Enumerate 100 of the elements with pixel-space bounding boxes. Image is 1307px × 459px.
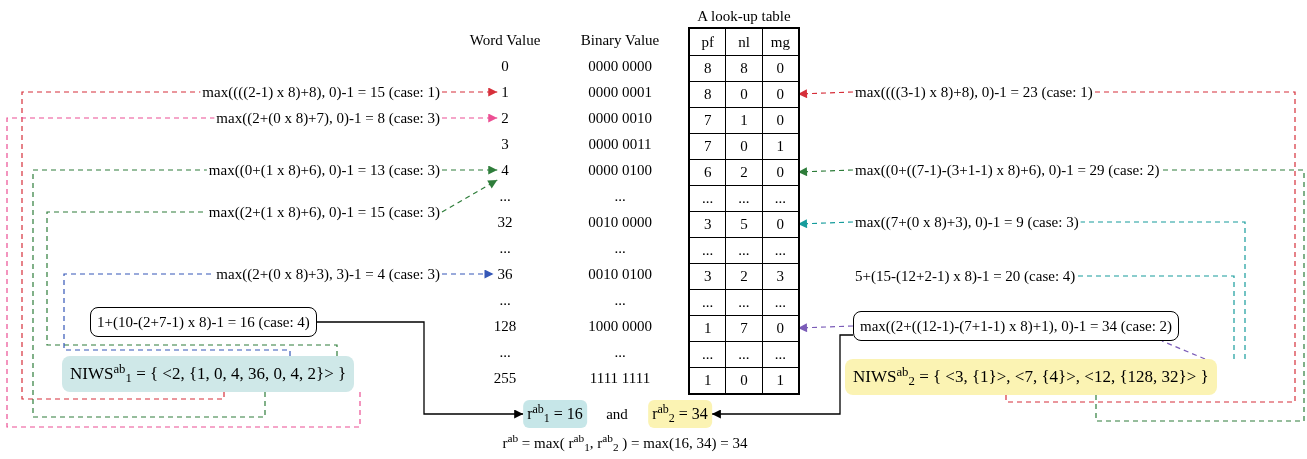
- table-cell-text: 3: [702, 215, 713, 235]
- word-value: ...: [495, 290, 515, 310]
- table-cell: 0: [761, 82, 798, 107]
- connector-line: [63, 273, 291, 357]
- binary-value: 0000 0011: [588, 135, 652, 154]
- table-cell-text: ...: [701, 241, 715, 261]
- connector-line: [46, 211, 338, 357]
- table-cell: 1: [725, 108, 762, 133]
- conjunction-text: and: [606, 405, 628, 424]
- table-row: [690, 107, 798, 133]
- table-cell: ...: [761, 290, 798, 315]
- binary-value: ...: [614, 187, 626, 206]
- table-row: [690, 159, 798, 185]
- word-value: 36: [493, 264, 517, 284]
- binary-value: ...: [614, 239, 626, 258]
- word-value: 32: [493, 212, 517, 232]
- table-row: [690, 81, 798, 107]
- connector-line: [1095, 169, 1305, 422]
- word-value: ...: [495, 238, 515, 258]
- table-cell: 1: [761, 134, 798, 159]
- arrow: [441, 179, 498, 213]
- arrow: [711, 334, 854, 419]
- binary-value: 1111 1111: [589, 369, 651, 388]
- binary-value: 0000 0100: [588, 161, 652, 180]
- table-row: [690, 55, 798, 81]
- table-cell-text: 7: [702, 111, 713, 131]
- connector-line: [1161, 340, 1206, 360]
- table-cell: 0: [725, 134, 762, 159]
- arrow: [441, 87, 498, 97]
- binary-value: ...: [614, 291, 626, 310]
- arrow: [441, 269, 495, 279]
- table-row: [690, 289, 798, 315]
- result-highlight: r$^{ab}$$_{1}$ = 16: [523, 400, 587, 428]
- formula-text: max((2+(0 x 8)+3), 3)-1 = 4 (case: 3): [214, 264, 442, 284]
- table-cell-text: ...: [701, 293, 715, 313]
- table-cell: 5: [725, 212, 762, 237]
- table-cell: ...: [761, 238, 798, 263]
- connector-line: [32, 169, 266, 418]
- formula-text: max((2+(1 x 8)+6), 0)-1 = 15 (case: 3): [206, 202, 442, 222]
- table-cell: 0: [761, 212, 798, 237]
- table-row: [690, 133, 798, 159]
- arrow: [441, 113, 498, 123]
- formula-box: max((2+((12-1)-(7+1-1) x 8)+1), 0)-1 = 34 (case: 2): [853, 311, 1180, 341]
- table-cell: 0: [725, 82, 762, 107]
- table-cell: 2: [725, 264, 762, 289]
- result-highlight: r$^{ab}$$_{2}$ = 34: [648, 400, 712, 428]
- table-cell: ...: [725, 290, 762, 315]
- table-cell: ...: [761, 186, 798, 211]
- binary-value: 0000 0001: [588, 83, 652, 102]
- table-cell: nl: [725, 29, 762, 55]
- table-cell: 3: [761, 264, 798, 289]
- table-cell: 0: [761, 56, 798, 81]
- table-cell: 0: [725, 368, 762, 393]
- connector-line: [1076, 275, 1235, 360]
- connector-line: [6, 117, 361, 428]
- table-row: [690, 367, 798, 393]
- binary-value: ...: [614, 343, 626, 362]
- word-value: 3: [497, 134, 513, 154]
- connector-line: [21, 91, 225, 400]
- table-cell-text: 3: [702, 267, 713, 287]
- word-value: 2: [497, 108, 513, 128]
- formula-text: max((7+(0 x 8)+3), 0)-1 = 9 (case: 3): [853, 212, 1081, 232]
- column-header: Binary Value: [580, 31, 660, 50]
- table-cell: ...: [761, 342, 798, 367]
- binary-value: 0000 0010: [588, 109, 652, 128]
- result-formula: r$^{ab}$ = max( r$^{ab}$$_{1}$, r$^{ab}$$_{2}$ ) = max(16, 34) = 34: [502, 433, 748, 453]
- table-row: [690, 341, 798, 367]
- formula-text: max((((3-1) x 8)+8), 0)-1 = 23 (case: 1): [853, 82, 1095, 102]
- table-cell: ...: [725, 238, 762, 263]
- binary-value: 1000 0000: [588, 317, 652, 336]
- table-cell-text: 1: [702, 371, 713, 391]
- table-row: [690, 237, 798, 263]
- table-title: A look-up table: [697, 7, 791, 24]
- binary-value: 0000 0000: [588, 57, 652, 76]
- formula-text: max((2+(0 x 8)+7), 0)-1 = 8 (case: 3): [214, 108, 442, 128]
- formula-text: max((0+((7-1)-(3+1-1) x 8)+6), 0)-1 = 29 (case: 2): [853, 160, 1162, 180]
- table-cell: mg: [761, 29, 798, 55]
- table-cell-text: ...: [701, 189, 715, 209]
- table-cell-text: pf: [700, 32, 715, 52]
- word-value: 128: [489, 316, 521, 336]
- formula-text: max((((2-1) x 8)+8), 0)-1 = 15 (case: 1): [200, 82, 442, 102]
- formula-box: 1+(10-(2+7-1) x 8)-1 = 16 (case: 4): [90, 307, 317, 337]
- table-cell-text: 1: [702, 319, 713, 339]
- table-cell: 1: [761, 368, 798, 393]
- table-cell: ...: [725, 342, 762, 367]
- word-value: 1: [497, 82, 513, 102]
- table-row: [690, 211, 798, 237]
- connector-line: [1080, 221, 1246, 360]
- table-cell: 0: [761, 316, 798, 341]
- word-value: 255: [489, 368, 521, 388]
- table-cell-text: 6: [702, 163, 713, 183]
- table-row: [690, 263, 798, 289]
- set-highlight: NIWS$^{ab}$$_{2}$ = { <3, {1}>, <7, {4}>, <12, {128, 32}> }: [845, 359, 1217, 395]
- table-cell-text: 7: [702, 137, 713, 157]
- arrow: [441, 165, 498, 175]
- table-cell-text: 8: [702, 59, 713, 79]
- table-row: [690, 315, 798, 341]
- table-cell: 2: [725, 160, 762, 185]
- word-value: ...: [495, 342, 515, 362]
- column-header: Word Value: [469, 31, 541, 50]
